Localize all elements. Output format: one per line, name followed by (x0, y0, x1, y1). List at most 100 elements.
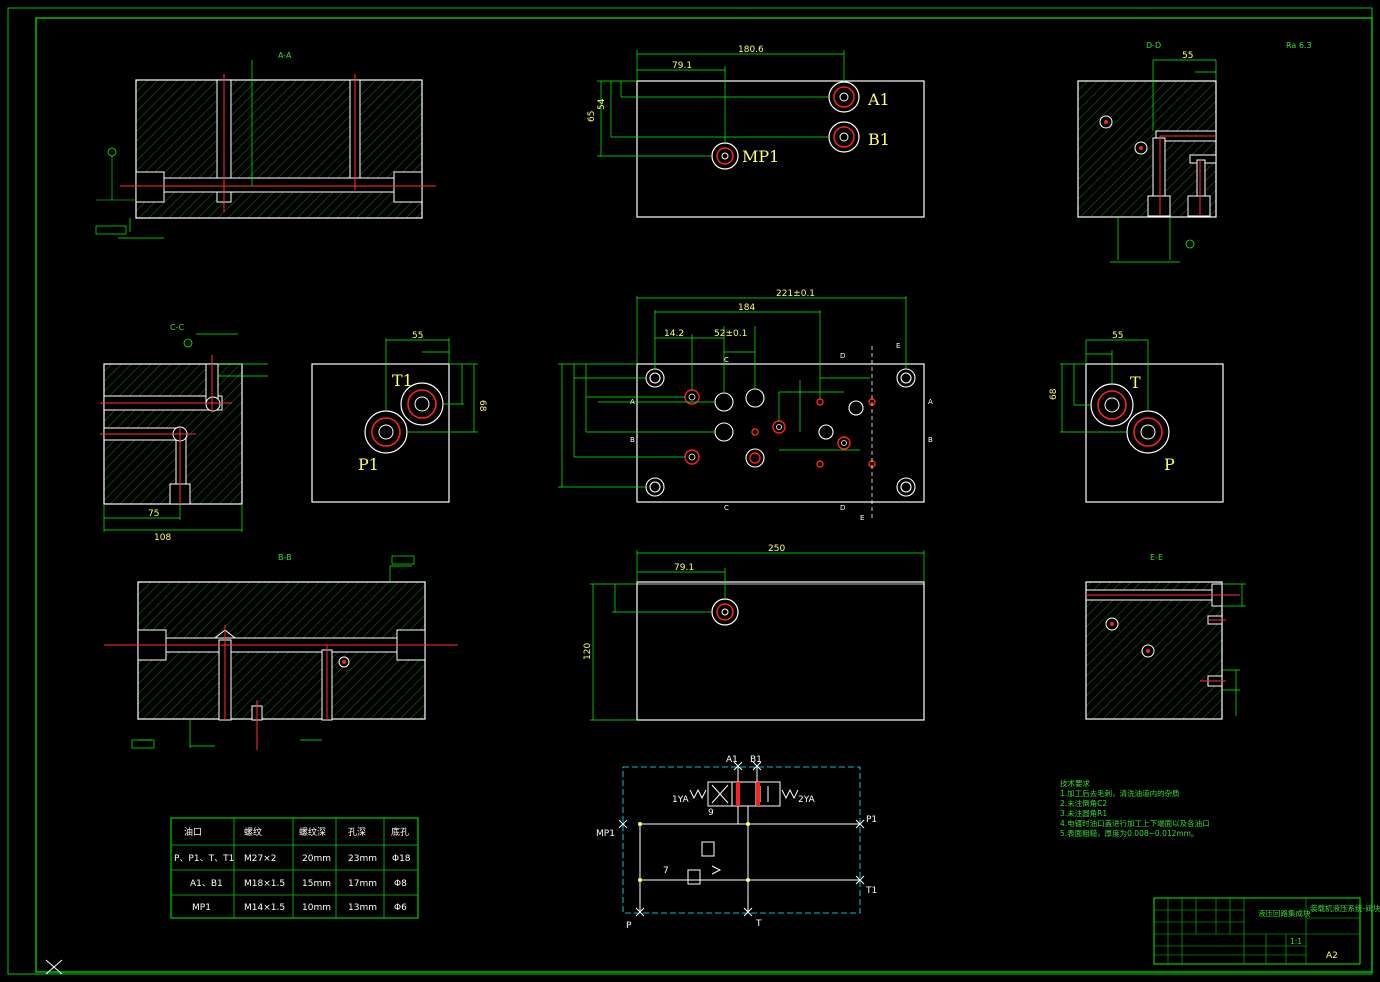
port-mp1 (711, 142, 739, 170)
sch-label-2ya: 2YA (798, 795, 816, 805)
dim-bot-mp: 79.1 (674, 563, 694, 573)
dim-left-side-w2: 108 (154, 533, 171, 543)
dim-top-width: 180.6 (738, 45, 764, 55)
dim-t1-h: 68 (477, 400, 487, 412)
dim-bot-width: 250 (768, 544, 785, 554)
sch-label-b1: B1 (750, 755, 762, 765)
table-row: A1、B1 (190, 879, 223, 889)
dim-mid-mid: 52±0.1 (714, 329, 747, 339)
notes-title: 技术要求 (1060, 778, 1090, 788)
side-view-t1-p1: T1 P1 55 68 (311, 331, 487, 503)
section-aa-label: A-A (278, 51, 292, 60)
table-row: P、P1、T、T1 (174, 854, 234, 864)
svg-text:Φ8: Φ8 (394, 879, 407, 889)
port-p (1126, 410, 1170, 454)
svg-text:Φ6: Φ6 (394, 903, 407, 913)
svg-text:23mm: 23mm (348, 854, 377, 864)
section-cc-view: C-C 75 108 (100, 323, 268, 543)
side-view-t-p: T P 55 68 (1049, 331, 1224, 503)
dim-top-h1: 54 (597, 98, 607, 110)
notes-line: 4.电镀时油口盖进行加工上下端面以及各油口 (1060, 818, 1210, 828)
sch-label-mp1: MP1 (596, 829, 615, 839)
dim-p-w: 55 (1112, 331, 1123, 341)
dim-mid-inner: 184 (738, 303, 755, 313)
dim-top-h2: 65 (587, 111, 597, 122)
table-header-bore: 底孔 (391, 826, 409, 838)
dim-right-top-w: 55 (1182, 51, 1193, 61)
section-aa-view: A-A (95, 51, 436, 239)
label-p1: P1 (358, 455, 379, 474)
svg-text:20mm: 20mm (302, 854, 331, 864)
svg-text:17mm: 17mm (348, 879, 377, 889)
title-drawing: 装载机液压系统-阀块 (1310, 903, 1380, 913)
dim-bot-h: 120 (583, 643, 593, 660)
title-block: 液压回路集成块 装载机液压系统-阀块 1:1 A2 (1153, 897, 1380, 965)
svg-text:C: C (724, 504, 729, 512)
port-mp1-bottom (711, 598, 739, 626)
svg-text:D: D (840, 504, 845, 512)
dim-t1-w: 55 (412, 331, 423, 341)
title-scale: 1:1 (1290, 937, 1302, 946)
title-part-name: 液压回路集成块 (1258, 908, 1311, 918)
svg-text:15mm: 15mm (302, 879, 331, 889)
label-mp1: MP1 (742, 147, 779, 166)
svg-text:13mm: 13mm (348, 903, 377, 913)
sch-label-p: P (626, 921, 632, 931)
svg-text:M27×2: M27×2 (244, 854, 276, 864)
section-cc-label: C-C (170, 323, 184, 332)
inner-frame (35, 17, 1373, 973)
svg-text:C: C (724, 356, 729, 364)
label-b1: B1 (868, 130, 890, 149)
svg-text:A: A (928, 398, 933, 406)
svg-text:M18×1.5: M18×1.5 (244, 879, 285, 889)
svg-text:Φ18: Φ18 (392, 854, 411, 864)
table-header-thread: 螺纹 (244, 826, 262, 838)
title-sheet: A2 (1326, 951, 1338, 961)
svg-text:10mm: 10mm (302, 903, 331, 913)
port-t (1090, 383, 1134, 427)
svg-text:M14×1.5: M14×1.5 (244, 903, 285, 913)
label-t1: T1 (392, 371, 413, 390)
svg-text:E: E (860, 514, 864, 522)
notes-line: 3.未注圆角R1 (1060, 808, 1107, 818)
table-row: MP1 (192, 903, 211, 913)
label-t: T (1130, 373, 1141, 392)
sch-label-t1: T1 (865, 886, 877, 896)
port-table: 油口 螺纹 螺纹深 孔深 底孔 P、P1、T、T1 M27×2 20mm 23m… (170, 817, 419, 919)
section-bb-label: B-B (278, 553, 292, 562)
sch-label-t: T (755, 919, 762, 929)
label-a1: A1 (867, 90, 890, 109)
table-header-port: 油口 (184, 826, 202, 838)
sch-label-1ya: 1YA (672, 795, 690, 805)
dim-left-side-w: 75 (148, 509, 159, 519)
notes-line: 5.表面粗糙，厚度为0.008~0.012mm。 (1060, 828, 1199, 838)
section-ee-label: E-E (1150, 553, 1163, 562)
sch-label-a1: A1 (726, 755, 738, 765)
technical-notes: 技术要求 1.加工后去毛刺，清洗油道内的杂质 2.未注倒角C2 3.未注圆角R1… (1060, 778, 1210, 838)
label-p: P (1164, 455, 1175, 474)
section-dd-label: D-D (1146, 41, 1161, 50)
table-header-hole-depth: 孔深 (348, 827, 366, 838)
dim-mid-left: 14.2 (664, 329, 684, 339)
section-ee-view: E-E (1085, 553, 1246, 720)
top-view: A1 B1 MP1 180.6 79.1 54 65 (587, 45, 925, 218)
section-bb-view: B-B (104, 553, 458, 750)
sch-label-valve: 9 (708, 808, 714, 818)
notes-line: 2.未注倒角C2 (1060, 798, 1107, 808)
dim-p-h: 68 (1049, 388, 1059, 400)
svg-text:E: E (896, 342, 900, 350)
table-header-thread-depth: 螺纹深 (299, 826, 326, 838)
port-p1 (364, 410, 408, 454)
svg-text:D: D (840, 352, 845, 360)
svg-text:A: A (630, 398, 635, 406)
section-dd-view: D-D 55 Ra 6.3 (1077, 41, 1312, 263)
svg-text:B: B (928, 436, 933, 444)
notes-line: 1.加工后去毛刺，清洗油道内的杂质 (1060, 788, 1180, 798)
sch-label-p1: P1 (866, 815, 877, 825)
corner-mark (45, 959, 63, 975)
dim-top-mp: 79.1 (672, 61, 692, 71)
port-a1 (828, 81, 860, 113)
svg-text:Ra 6.3: Ra 6.3 (1286, 41, 1312, 50)
